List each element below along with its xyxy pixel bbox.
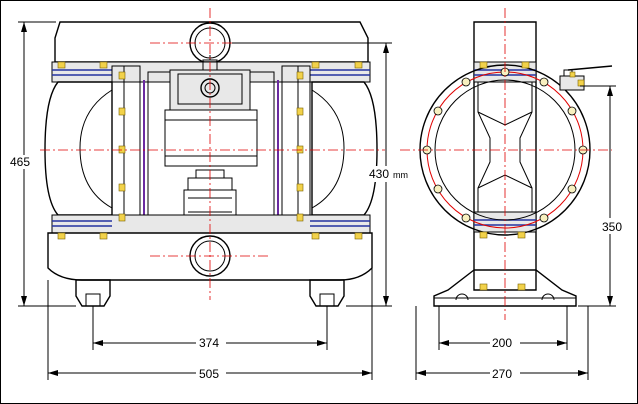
dim-total-width-side: 270 <box>415 306 589 381</box>
dim-mount-spacing-side: 200 <box>438 306 568 350</box>
dim-total-width-front: 505 <box>47 268 373 381</box>
dim-total-height: 465 <box>8 21 76 307</box>
front-bolts <box>57 61 363 240</box>
side-view: 350 200 270 <box>400 8 628 381</box>
dim-label-465: 465 <box>10 155 30 169</box>
dim-mount-spacing-front: 374 <box>92 306 328 350</box>
side-column <box>473 21 537 291</box>
right-chamber <box>311 81 378 216</box>
dim-label-505: 505 <box>199 367 219 381</box>
dim-label-374: 374 <box>199 336 219 350</box>
dim-height-to-outlet: 430 mm <box>232 42 412 307</box>
dim-label-270: 270 <box>492 367 512 381</box>
front-view: 465 430 mm 374 <box>8 8 412 381</box>
air-inlet-fitting <box>200 78 220 98</box>
lower-band <box>51 214 371 234</box>
side-air-valve <box>559 65 613 91</box>
dim-units-label: mm <box>393 170 408 180</box>
dim-height-to-air-inlet: 350 <box>578 85 628 307</box>
dim-label-430: 430 <box>369 167 389 181</box>
dim-label-200: 200 <box>492 336 512 350</box>
dim-label-350: 350 <box>602 220 622 234</box>
right-foot <box>309 279 345 307</box>
side-base <box>433 269 577 307</box>
left-foot <box>75 279 111 307</box>
left-chamber <box>44 81 113 216</box>
